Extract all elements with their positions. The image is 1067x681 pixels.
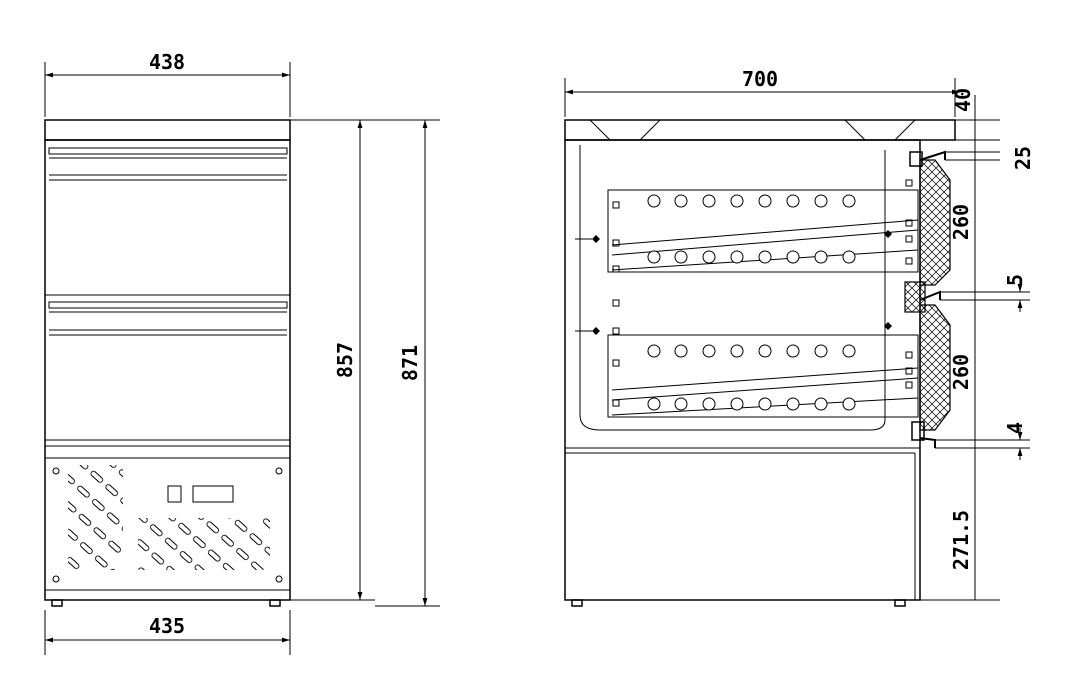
- display-panel: [192, 485, 234, 503]
- inner-cavity: [579, 145, 886, 431]
- side-foot-right: [894, 599, 906, 607]
- front-dimensions: 438 435 857 871: [44, 50, 440, 655]
- dim-drawer-gap: 5: [1003, 274, 1027, 286]
- drawer-runners: [575, 179, 913, 407]
- dim-front-height-total: 871: [398, 345, 422, 381]
- dim-top-thickness: 40: [951, 88, 975, 112]
- side-view: [564, 119, 956, 607]
- front-view: [44, 119, 291, 607]
- lower-door-profile: [919, 304, 951, 431]
- dim-front-bottom-width: 435: [149, 614, 185, 638]
- front-body: [44, 139, 291, 601]
- rail-holes: [647, 194, 856, 411]
- side-dimensions: 700 40 25 260 5 260 4 271.5: [564, 67, 1035, 601]
- dim-gap-bottom: 4: [1003, 422, 1027, 434]
- side-worktop: [564, 119, 956, 141]
- front-worktop: [44, 119, 291, 141]
- dim-front-top-width: 438: [149, 50, 185, 74]
- dim-gap-top: 25: [1011, 146, 1035, 170]
- control-switch: [167, 485, 182, 503]
- front-foot-right: [269, 599, 281, 607]
- dim-side-depth: 700: [742, 67, 778, 91]
- dim-drawer-upper: 260: [949, 204, 973, 240]
- upper-door-profile: [919, 159, 951, 286]
- dim-base-height: 271.5: [949, 510, 973, 570]
- front-foot-left: [51, 599, 63, 607]
- dim-front-height-inner: 857: [333, 342, 357, 378]
- hinge-bottom: [911, 421, 925, 441]
- side-foot-left: [571, 599, 583, 607]
- lower-drawer-front: [45, 301, 290, 447]
- vent-grille-left: [68, 465, 123, 570]
- upper-handle: [919, 150, 946, 161]
- vent-panel: [45, 457, 290, 591]
- hinge-top: [909, 151, 923, 167]
- side-body: [564, 139, 921, 601]
- vent-grille-right: [138, 518, 270, 570]
- middle-seal: [904, 281, 926, 313]
- upper-drawer-front: [45, 147, 290, 296]
- dim-drawer-lower: 260: [949, 354, 973, 390]
